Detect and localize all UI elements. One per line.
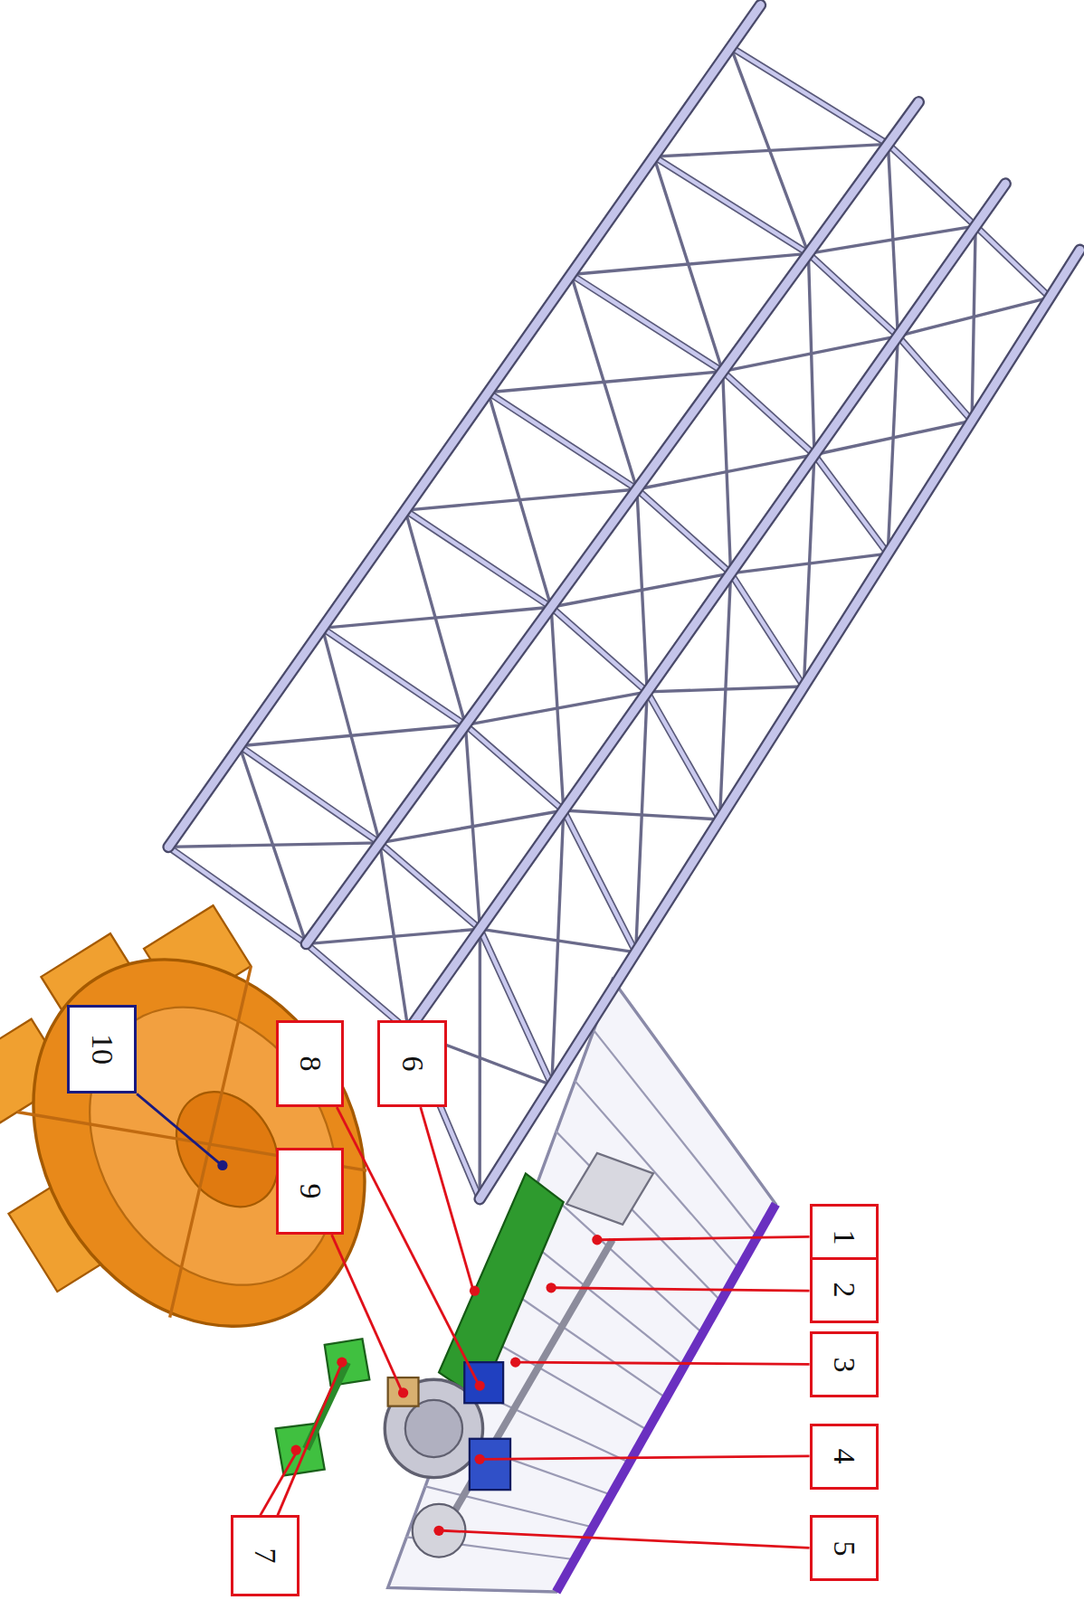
callout-number: 10 [86, 1034, 118, 1065]
callout-box: 3 [809, 1331, 880, 1398]
callout-number: 4 [828, 1449, 860, 1465]
callout-number: 5 [828, 1540, 860, 1557]
callout-number: 7 [249, 1549, 281, 1565]
callout-box: 9 [275, 1148, 345, 1236]
callout-number: 3 [828, 1357, 860, 1373]
callout-box: 6 [377, 1020, 447, 1108]
truss-frame [168, 5, 1080, 1200]
callout-number: 2 [828, 1283, 860, 1299]
callout-number: 1 [828, 1229, 860, 1246]
callout-number: 6 [397, 1055, 428, 1072]
callout-box: 10 [66, 1005, 137, 1094]
callout-box: 2 [809, 1257, 880, 1324]
platform-edge [556, 1204, 777, 1593]
callout-number: 9 [294, 1184, 325, 1200]
callout-box: 5 [809, 1515, 880, 1582]
callout-box: 4 [809, 1424, 880, 1491]
callout-box: 7 [230, 1515, 300, 1598]
callout-box: 8 [275, 1020, 345, 1108]
callout-number: 8 [294, 1055, 325, 1072]
bucket-wheel [0, 871, 432, 1414]
leader-lines [136, 1093, 809, 1549]
